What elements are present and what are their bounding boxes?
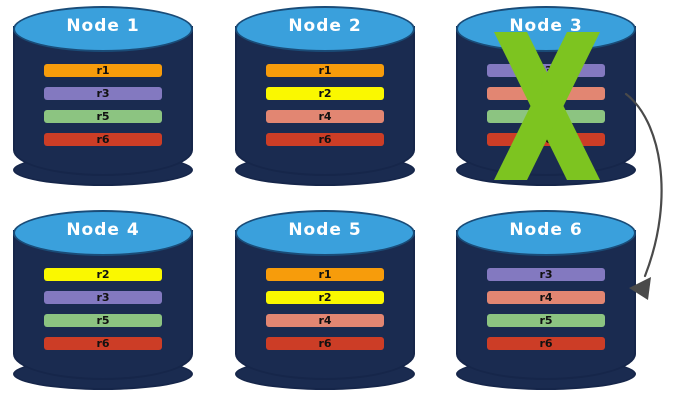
record-bar[interactable]: r4 [487,87,605,100]
node-4[interactable]: Node 4 r2 r3 r5 r6 [12,208,194,390]
record-bar[interactable]: r5 [44,314,162,327]
record-bar[interactable]: r3 [487,64,605,77]
record-list-node-6: r3 r4 r5 r6 [487,268,605,350]
node-6[interactable]: Node 6 r3 r4 r5 r6 [455,208,637,390]
cylinder-top-node-2 [235,6,415,52]
cylinder-top-node-1 [13,6,193,52]
record-bar[interactable]: r6 [44,337,162,350]
record-list-node-5: r1 r2 r4 r6 [266,268,384,350]
record-list-node-2: r1 r2 r4 r6 [266,64,384,146]
record-bar[interactable]: r2 [266,87,384,100]
record-bar[interactable]: r5 [44,110,162,123]
record-bar[interactable]: r1 [44,64,162,77]
cylinder-top-node-6 [456,210,636,256]
node-label-node-4: Node 4 [66,220,140,240]
record-bar[interactable]: r4 [266,314,384,327]
node-2[interactable]: Node 2 r1 r2 r4 r6 [234,4,416,186]
record-list-node-4: r2 r3 r5 r6 [44,268,162,350]
node-label-node-1: Node 1 [66,16,140,36]
node-label-node-5: Node 5 [288,220,362,240]
record-bar[interactable]: r6 [266,337,384,350]
record-bar[interactable]: r3 [44,87,162,100]
record-bar[interactable]: r4 [266,110,384,123]
record-bar[interactable]: r2 [44,268,162,281]
cylinder-top-node-5 [235,210,415,256]
node-3[interactable]: Node 3 r3 r4 r5 r6 [455,4,637,186]
record-bar[interactable]: r4 [487,291,605,304]
node-label-node-6: Node 6 [509,220,583,240]
record-bar[interactable]: r5 [487,110,605,123]
node-label-node-2: Node 2 [288,16,362,36]
node-label-node-3: Node 3 [509,16,583,36]
record-bar[interactable]: r6 [266,133,384,146]
node-1[interactable]: Node 1 r1 r3 r5 r6 [12,4,194,186]
record-bar[interactable]: r1 [266,64,384,77]
record-bar[interactable]: r6 [487,337,605,350]
record-bar[interactable]: r3 [487,268,605,281]
record-bar[interactable]: r5 [487,314,605,327]
record-bar[interactable]: r1 [266,268,384,281]
record-list-node-3: r3 r4 r5 r6 [487,64,605,146]
cylinder-top-node-4 [13,210,193,256]
record-bar[interactable]: r2 [266,291,384,304]
record-bar[interactable]: r6 [44,133,162,146]
record-list-node-1: r1 r3 r5 r6 [44,64,162,146]
node-5[interactable]: Node 5 r1 r2 r4 r6 [234,208,416,390]
record-bar[interactable]: r3 [44,291,162,304]
record-bar[interactable]: r6 [487,133,605,146]
